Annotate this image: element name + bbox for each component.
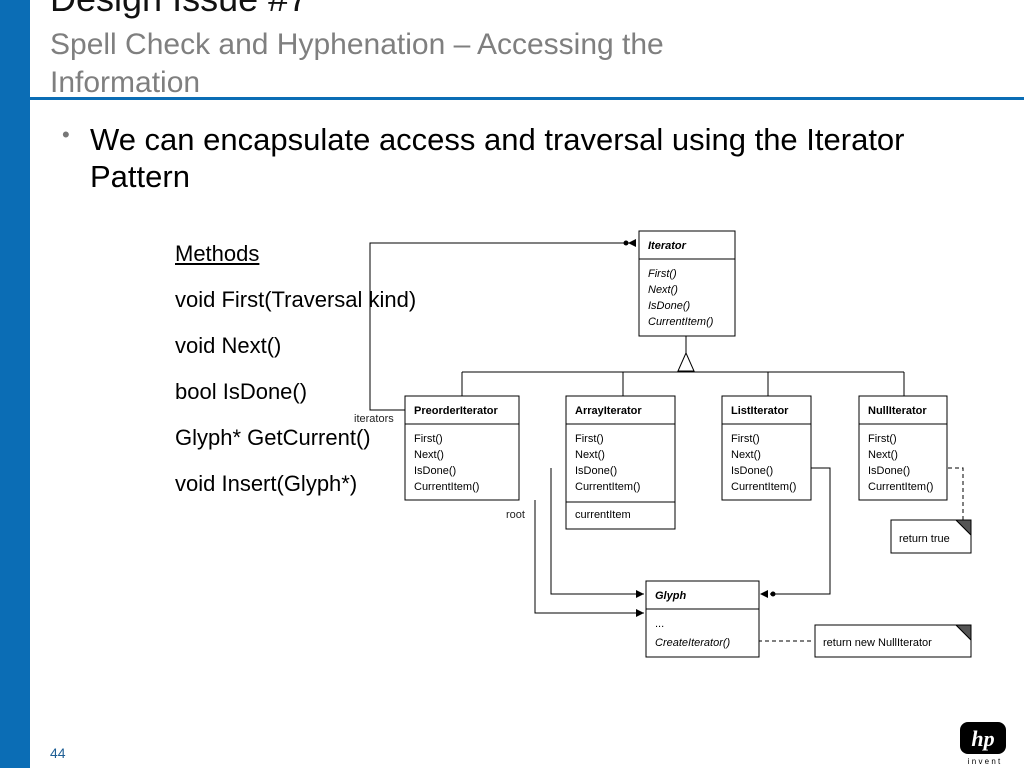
method: CurrentItem(): [868, 481, 933, 493]
class-preorder-iterator: PreorderIterator First() Next() IsDone()…: [404, 395, 520, 501]
method: CreateIterator(): [655, 637, 731, 649]
arrowhead: [636, 590, 644, 598]
aggregation-dot: [623, 240, 629, 246]
method: First(): [868, 433, 897, 445]
method: Next(): [648, 284, 678, 296]
class-name: PreorderIterator: [414, 405, 498, 417]
method: CurrentItem(): [414, 481, 479, 493]
method: First(): [731, 433, 760, 445]
array-glyph-association: [550, 468, 644, 595]
arrowhead: [628, 239, 636, 247]
method: Next(): [731, 449, 761, 461]
note-text: return new NullIterator: [823, 637, 932, 649]
attribute: currentItem: [575, 509, 631, 521]
aggregation-dot: [770, 591, 776, 597]
list-glyph-association: [770, 467, 831, 595]
note-return-true: return true: [890, 519, 972, 554]
logo-text: hp: [971, 726, 994, 751]
method: First(): [575, 433, 604, 445]
method: Next(): [868, 449, 898, 461]
class-glyph: Glyph ... CreateIterator(): [645, 580, 760, 658]
arrowhead: [636, 609, 644, 617]
root-label: root: [506, 509, 525, 521]
bullet-marker: •: [62, 122, 70, 147]
method: First(): [414, 433, 443, 445]
iterators-label: iterators: [354, 413, 394, 425]
class-name: ListIterator: [731, 405, 789, 417]
attribute: ...: [655, 618, 664, 630]
note-return-null-iterator: return new NullIterator: [814, 624, 972, 658]
inheritance-triangle: [677, 351, 695, 372]
slide-subtitle: Spell Check and Hyphenation – Accessing …: [50, 28, 664, 99]
method-item: void Next(): [175, 333, 282, 358]
left-accent-bar: [0, 0, 30, 768]
class-null-iterator: NullIterator First() Next() IsDone() Cur…: [858, 395, 948, 501]
method-item: bool IsDone(): [175, 379, 308, 404]
note-text: return true: [899, 533, 950, 545]
class-list-iterator: ListIterator First() Next() IsDone() Cur…: [721, 395, 812, 501]
methods-heading: Methods: [175, 241, 260, 266]
method: CurrentItem(): [648, 316, 714, 328]
hp-logo: hp i n v e n t: [960, 722, 1006, 766]
class-name: Iterator: [648, 240, 687, 252]
class-array-iterator: ArrayIterator First() Next() IsDone() Cu…: [565, 395, 676, 530]
class-iterator: Iterator First() Next() IsDone() Current…: [638, 230, 736, 337]
method-item: void Insert(Glyph*): [175, 471, 358, 496]
method: IsDone(): [731, 465, 773, 477]
method: CurrentItem(): [575, 481, 640, 493]
method: IsDone(): [414, 465, 456, 477]
root-association: [534, 500, 644, 614]
method-item: void First(Traversal kind): [175, 287, 417, 312]
method-item: Glyph* GetCurrent(): [175, 425, 371, 450]
logo-tagline: i n v e n t: [968, 757, 1001, 766]
bullet-text: We can encapsulate access and traversal …: [90, 122, 905, 194]
method: Next(): [575, 449, 605, 461]
class-name: Glyph: [655, 590, 686, 602]
title-divider: [0, 97, 1024, 100]
method: First(): [648, 268, 677, 280]
method: IsDone(): [868, 465, 910, 477]
iterators-association: [369, 242, 636, 411]
page-number: 44: [50, 745, 66, 761]
method: Next(): [414, 449, 444, 461]
class-name: NullIterator: [868, 405, 927, 417]
arrowhead: [760, 590, 768, 598]
method: IsDone(): [648, 300, 691, 312]
methods-list: Methods void First(Traversal kind) void …: [175, 240, 416, 516]
class-name: ArrayIterator: [575, 405, 642, 417]
method: CurrentItem(): [731, 481, 796, 493]
slide-title: Design Issue #7: [50, 0, 308, 20]
method: IsDone(): [575, 465, 617, 477]
